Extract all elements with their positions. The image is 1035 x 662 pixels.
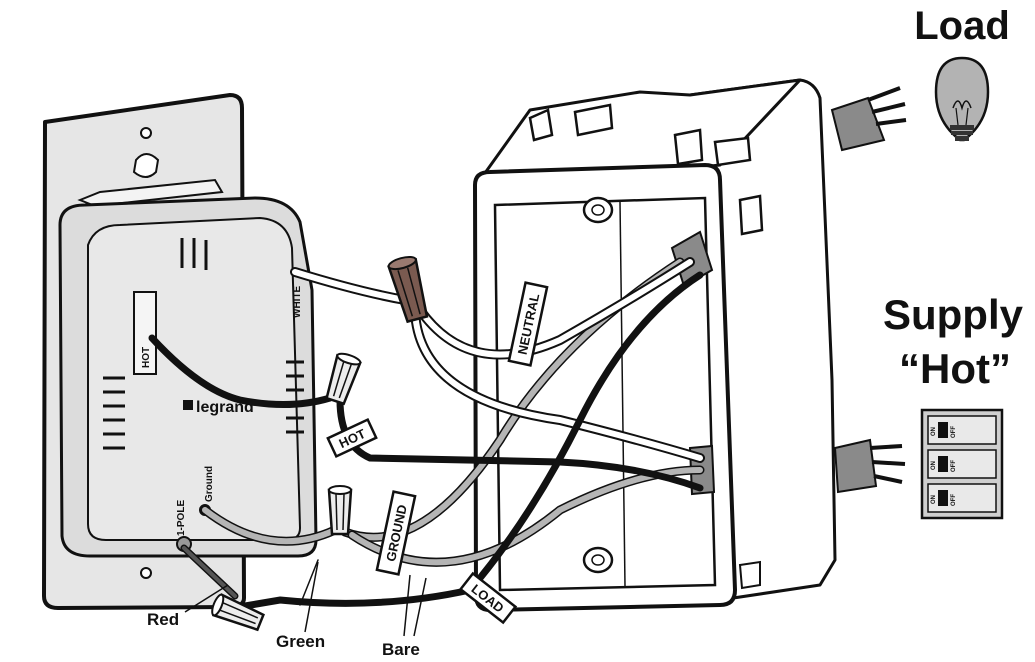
pole-terminal-label: 1-POLE xyxy=(176,500,187,536)
hot-terminal-housing xyxy=(133,291,157,375)
plate-screw-hole-top xyxy=(140,127,152,139)
hot-terminal-label: HOT xyxy=(141,347,152,368)
wire-nut-ground xyxy=(327,485,353,536)
plate-screw-hole-bottom xyxy=(140,567,152,579)
supply-cable xyxy=(833,438,906,494)
supply-heading-line1: Supply xyxy=(882,291,1023,338)
brand-logo-icon xyxy=(183,400,193,410)
white-terminal-label: WHITE xyxy=(292,285,303,318)
breaker-2-off: OFF xyxy=(951,460,957,472)
load-cable xyxy=(830,86,907,152)
breaker-3: ON OFF xyxy=(927,483,997,513)
breaker-3-on: ON xyxy=(931,495,937,504)
callout-bare: Bare xyxy=(382,640,420,659)
breaker-3-off: OFF xyxy=(951,494,957,506)
breaker-2-on: ON xyxy=(931,461,937,470)
wire-nut-load xyxy=(211,593,265,632)
switch-body: HOT WHITE Ground 1-POLE legrand xyxy=(58,196,318,558)
tag-hot: HOT xyxy=(326,417,378,459)
breaker-2: ON OFF xyxy=(927,449,997,479)
breaker-1-off: OFF xyxy=(951,426,957,438)
breaker-1: ON OFF xyxy=(927,415,997,445)
breaker-1-on: ON xyxy=(931,427,937,436)
ground-terminal-label: Ground xyxy=(204,466,215,502)
neutral-wires xyxy=(290,257,705,463)
load-heading: Load xyxy=(914,4,1010,48)
callout-leaders xyxy=(184,561,427,637)
wire-nut-neutral xyxy=(387,255,429,324)
supply-heading-line2: “Hot” xyxy=(899,345,1011,392)
light-bulb-icon xyxy=(934,56,990,142)
callout-red: Red xyxy=(147,610,180,629)
wire-nut-hot xyxy=(325,352,362,406)
plate-slot-top xyxy=(132,153,160,178)
callout-green: Green xyxy=(276,632,326,651)
breaker-panel-icon: ON OFF ON OFF ON OFF xyxy=(920,408,1004,520)
